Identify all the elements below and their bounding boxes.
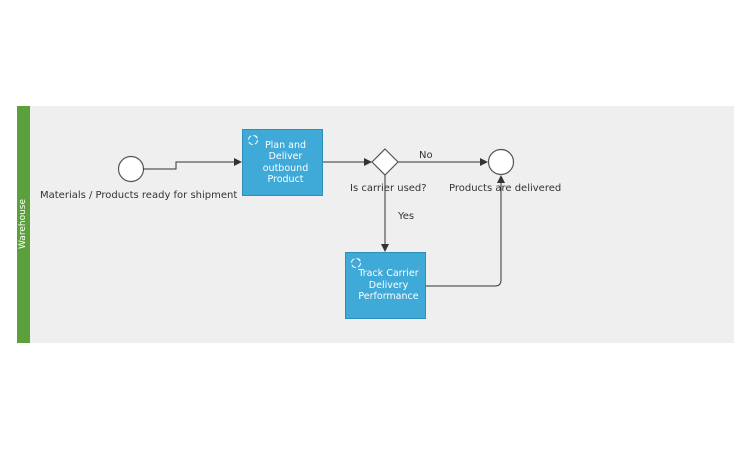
start-event[interactable] (117, 155, 145, 183)
decision-gateway[interactable] (371, 148, 399, 176)
loop-icon (351, 258, 361, 268)
end-event-label: Products are delivered (449, 183, 562, 194)
flow-label-yes: Yes (398, 211, 415, 222)
flow-label-no: No (419, 150, 433, 161)
task-plan-deliver-label: Plan and Deliver outbound Product (262, 139, 309, 186)
lane-header-warehouse[interactable] (17, 106, 30, 343)
gateway-label: Is carrier used? (350, 183, 427, 194)
task-track-carrier-label: Track Carrier Delivery Performance (358, 268, 419, 303)
end-event[interactable] (487, 148, 515, 176)
loop-icon (248, 135, 258, 145)
task-track-carrier[interactable]: Track Carrier Delivery Performance (345, 252, 426, 319)
start-event-label: Materials / Products ready for shipment (40, 190, 238, 201)
flow-track-to-end[interactable] (426, 175, 505, 287)
task-plan-deliver[interactable]: Plan and Deliver outbound Product (242, 129, 323, 196)
flow-start-to-plan[interactable] (143, 158, 242, 170)
